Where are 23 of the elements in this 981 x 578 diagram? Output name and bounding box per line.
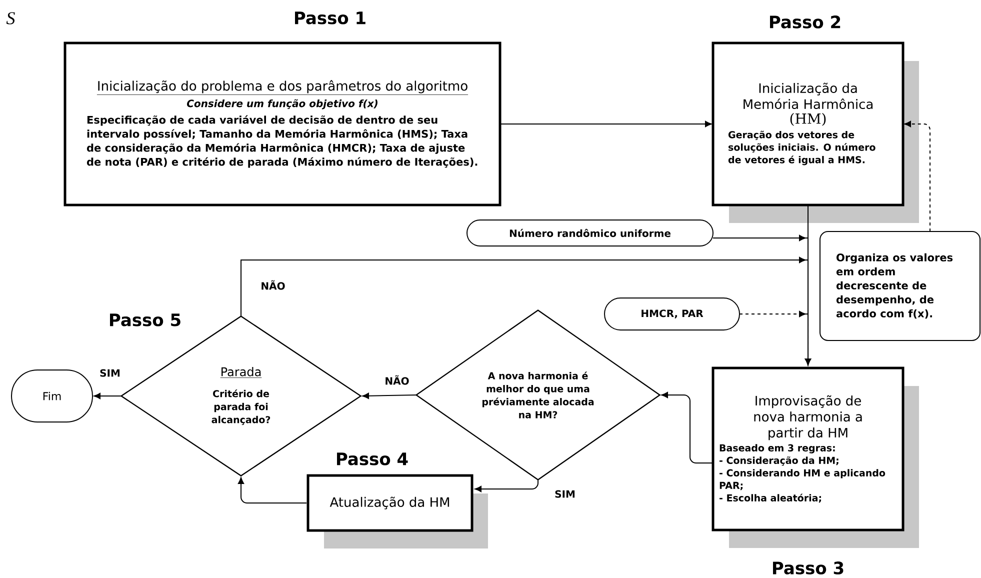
terminal-pill: Número randômico uniforme <box>466 220 714 246</box>
step-label: Passo 1 <box>295 12 366 24</box>
process-box: Atualização da HM <box>306 474 488 548</box>
arrow <box>500 120 712 128</box>
process-box: Inicialização da Memória Harmônica (HM) Geração dos vetores de soluções iniciais. O número de vetores é igual a HMS. <box>712 42 920 223</box>
terminal-pill: Fim <box>11 370 93 422</box>
arrow <box>238 477 307 504</box>
step-label: Passo 3 <box>773 562 844 574</box>
arrow <box>904 120 931 232</box>
edge-label: NÃO <box>260 279 286 291</box>
step-label: Passo 2 <box>770 16 840 28</box>
terminal-pill: HMCR, PAR <box>604 298 740 330</box>
arrow <box>362 392 416 399</box>
process-box: Improvisação de nova harmonia a partir da HM Baseado em 3 regras: - Consideração da HM; - Considerando HM e aplicando PAR; - Escolha aleatória; <box>712 366 920 548</box>
page-fragment: S <box>6 12 15 24</box>
edge-label: SIM <box>98 368 122 378</box>
process-box: Inicialização do problema e dos parâmetros do algoritmo Considere um função objetivo f(x) Especificação de cada variável de decisão de dentro de seu intervalo possível; Tamanho da Memória Harmônica (HMS); Taxa de consideração da Memória Harmônica (HMCR); Taxa de ajuste de nota (PAR) e critério de parada (Máximo número de Iterações). <box>64 42 502 206</box>
arrow <box>661 392 714 464</box>
edge-label: SIM <box>554 489 576 499</box>
arrow <box>94 392 122 400</box>
edge-label: NÃO <box>384 374 410 386</box>
note-box: Organiza os valores em ordem decrescente de desempenho, de acordo com f(x). <box>820 231 981 341</box>
arrow <box>739 310 812 366</box>
